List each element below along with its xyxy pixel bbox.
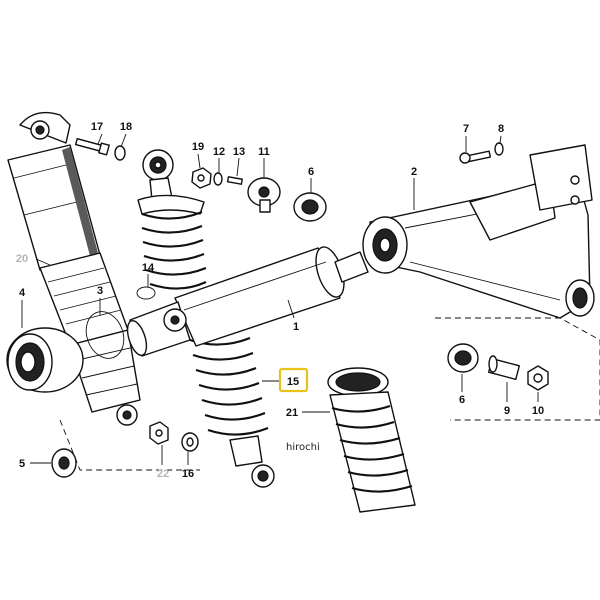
sleeve-5[interactable] [51, 448, 77, 478]
callout-19[interactable]: 19 [192, 141, 204, 153]
callout-14[interactable]: 14 [142, 262, 155, 274]
callout-5[interactable]: 5 [19, 458, 25, 470]
callout-15[interactable]: 15 [287, 376, 299, 388]
callout-2[interactable]: 2 [411, 166, 417, 178]
sleeve-9[interactable] [487, 355, 521, 381]
highlight-box-15 [278, 367, 309, 393]
callout-4[interactable]: 4 [19, 287, 26, 299]
callout-6-lower[interactable]: 6 [459, 394, 465, 406]
flange-11[interactable] [247, 177, 281, 213]
region-outline-left [59, 419, 200, 471]
callout-17[interactable]: 17 [91, 121, 103, 133]
callout-8[interactable]: 8 [498, 123, 504, 135]
bearing-6-upper[interactable] [293, 192, 327, 222]
callout-13[interactable]: 13 [233, 146, 245, 158]
callout-6-upper[interactable]: 6 [308, 166, 314, 178]
nut-22[interactable] [149, 421, 169, 445]
callout-16[interactable]: 16 [182, 468, 194, 480]
shock-absorber-left[interactable] [7, 111, 141, 426]
callout-12[interactable]: 12 [213, 146, 225, 158]
washer-12[interactable] [213, 172, 223, 186]
callout-10[interactable]: 10 [532, 405, 544, 417]
callout-20[interactable]: 20 [16, 253, 28, 265]
callout-22[interactable]: 22 [157, 468, 169, 480]
watermark: hirochi [286, 442, 320, 453]
bearing-6-lower[interactable] [447, 343, 479, 373]
region-outline-right [435, 317, 600, 421]
leader-lines [21, 133, 539, 465]
swing-arm-2[interactable] [362, 144, 595, 319]
screw-13[interactable] [226, 176, 243, 185]
bolt-17[interactable] [74, 138, 110, 156]
washer-8[interactable] [494, 142, 504, 156]
o-ring-14[interactable] [136, 286, 156, 300]
washer-18[interactable] [114, 145, 126, 161]
callout-18[interactable]: 18 [120, 121, 132, 133]
bolt-7[interactable] [459, 150, 492, 164]
nut-10[interactable] [527, 365, 549, 391]
axle-tube-1[interactable] [124, 244, 369, 358]
callout-9[interactable]: 9 [504, 405, 510, 417]
callout-3[interactable]: 3 [97, 285, 103, 297]
spring-strut-15[interactable] [137, 149, 275, 488]
callout-7[interactable]: 7 [463, 123, 469, 135]
bearing-bush-4[interactable] [6, 327, 84, 393]
rubber-boot-21[interactable] [327, 367, 416, 513]
callout-1[interactable]: 1 [293, 321, 299, 333]
callout-21[interactable]: 21 [286, 407, 298, 419]
o-ring-3[interactable] [80, 306, 130, 363]
washer-16[interactable] [181, 432, 199, 452]
nut-19[interactable] [191, 167, 212, 189]
callout-11[interactable]: 11 [258, 146, 270, 158]
